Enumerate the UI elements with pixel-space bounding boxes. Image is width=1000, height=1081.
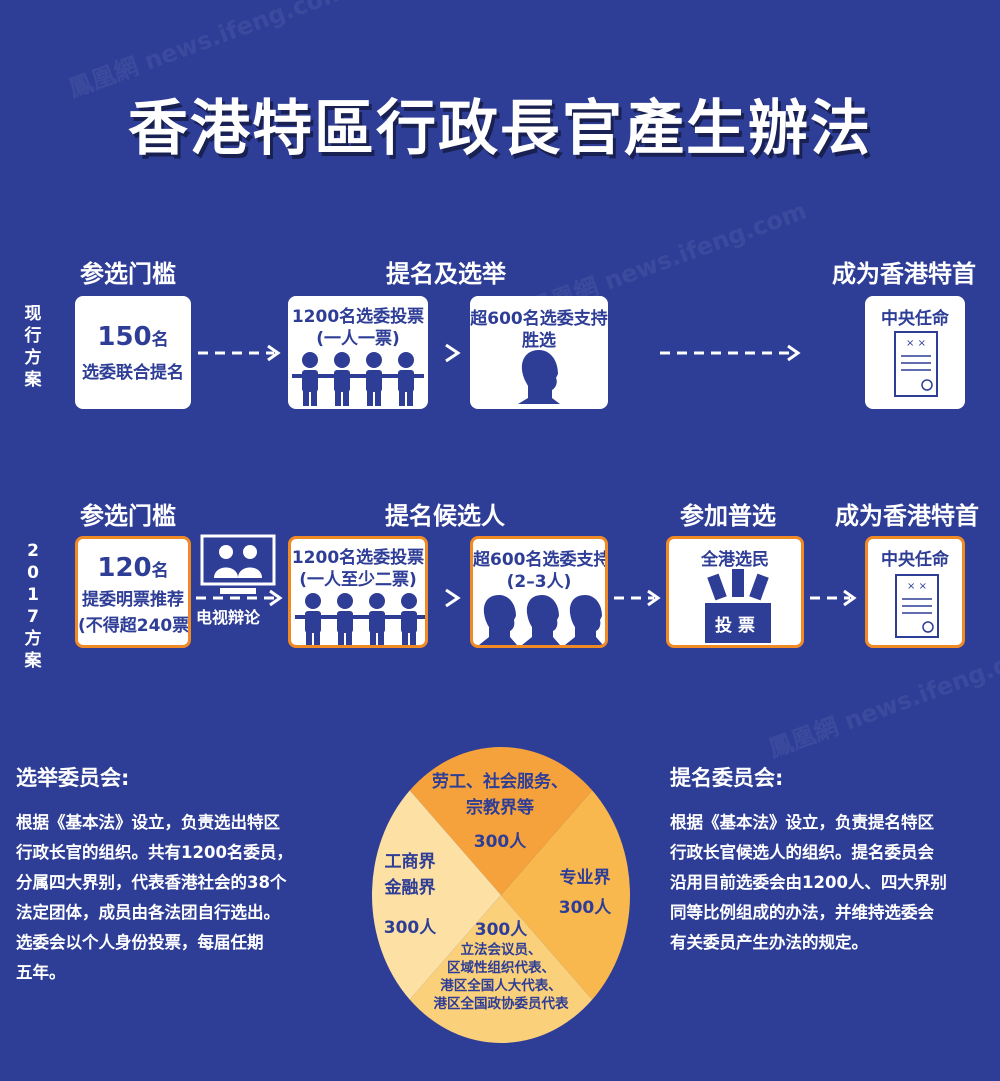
ec-line: 五年。 xyxy=(16,963,66,982)
plan2017-threshold-box: 120名 提委明票推荐 (不得超240票) xyxy=(75,536,191,648)
nc-line: 有关委员产生办法的规定。 xyxy=(670,933,868,952)
watermark: 鳳凰網 news.ifeng.com xyxy=(764,636,1000,764)
pie-slice-professional xyxy=(501,790,630,1000)
ballot-label: 投 票 xyxy=(715,616,755,636)
nc-line: 沿用目前选委会由1200人、四大界别 xyxy=(670,873,947,892)
pie-label-legislative: 300人 立法会议员、 区域性组织代表、 港区全国人大代表、 港区全国政协委员代… xyxy=(433,920,569,1012)
ballot-papers-icon xyxy=(707,569,769,601)
committee-pie-chart: 劳工、社会服务、 宗教界等 300人 专业界 300人 工商界 金融界 300人… xyxy=(370,745,632,1045)
dashed-arrow xyxy=(810,588,860,608)
page-title: 香港特區行政長官產生辦法 xyxy=(128,94,872,164)
nomination-committee-text: 根据《基本法》设立，负责提名特区 行政长官候选人的组织。提名委员会 沿用目前选委… xyxy=(670,808,990,958)
current-nomination-header: 提名及选举 xyxy=(386,260,506,288)
current-appoint-label: 中央任命 xyxy=(881,309,949,329)
current-vote-line2: (一人一票) xyxy=(316,329,400,349)
plan2017-label: 2017方案 xyxy=(22,540,48,672)
plan2017-threshold-header: 参选门槛 xyxy=(80,502,176,530)
plan2017-voters-label: 全港选民 xyxy=(701,550,769,570)
arrow xyxy=(440,588,464,608)
ec-line: 分属四大界别，代表香港社会的38个 xyxy=(16,873,287,892)
nc-line: 根据《基本法》设立，负责提名特区 xyxy=(670,813,934,832)
plan2017-candidates-line1: 超600名选委支持 xyxy=(473,550,608,570)
document-icon: × × xyxy=(895,574,939,638)
current-vote-line1: 1200名选委投票 xyxy=(291,307,425,327)
pie-svg xyxy=(372,747,630,1043)
three-heads-icon xyxy=(479,595,603,645)
pie-slice-commercial xyxy=(372,790,501,1000)
plan2017-candidates-box: 超600名选委支持 (2–3人) xyxy=(470,536,608,648)
plan2017-vote-box: 1200名选委投票 (一人至少二票) xyxy=(288,536,428,648)
people-chain-icon xyxy=(292,352,424,406)
current-chief-header: 成为香港特首 xyxy=(832,260,976,288)
dashed-arrow xyxy=(198,343,284,363)
plan2017-appoint-label: 中央任命 xyxy=(881,550,949,570)
election-committee-heading: 选举委员会: xyxy=(16,766,130,790)
current-threshold-count: 150名 xyxy=(97,322,169,352)
pie-slice-labour xyxy=(409,747,593,895)
plan2017-candidates-line2: (2–3人) xyxy=(506,572,572,592)
current-threshold-box: 150名 选委联合提名 xyxy=(75,296,191,409)
ec-line: 行政长官的组织。共有1200名委员， xyxy=(16,843,293,862)
plan2017-threshold-desc: 提委明票推荐 xyxy=(82,590,184,610)
pie-label-commercial: 工商界 金融界 300人 xyxy=(383,852,437,938)
ec-line: 选委会以个人身份投票，每届任期 xyxy=(16,933,264,952)
ec-line: 根据《基本法》设立，负责选出特区 xyxy=(16,813,280,832)
dashed-arrow xyxy=(660,343,805,363)
arrow xyxy=(440,343,464,363)
plan2017-nomination-header: 提名候选人 xyxy=(385,502,505,530)
election-committee-text: 根据《基本法》设立，负责选出特区 行政长官的组织。共有1200名委员， 分属四大… xyxy=(16,808,366,988)
plan2017-appoint-box: 中央任命 × × xyxy=(865,536,965,648)
pie-label-professional: 专业界 300人 xyxy=(558,868,612,918)
current-appoint-box: 中央任命 × × xyxy=(865,296,965,409)
pie-slice-legislative xyxy=(409,895,593,1043)
current-win-line1: 超600名选委支持 xyxy=(470,309,608,329)
current-threshold-header: 参选门槛 xyxy=(80,260,176,288)
ec-line: 法定团体，成员由各法团自行选出。 xyxy=(16,903,280,922)
dashed-arrow xyxy=(196,588,286,608)
plan2017-vote-line1: 1200名选委投票 xyxy=(291,548,425,568)
plan2017-vote-line2: (一人至少二票) xyxy=(299,570,417,590)
current-win-line2: 胜选 xyxy=(522,331,556,351)
people-chain-icon xyxy=(295,593,425,645)
plan2017-universal-box: 全港选民 投 票 xyxy=(666,536,804,648)
head-silhouette-icon xyxy=(518,350,560,404)
plan2017-threshold-count: 120名 xyxy=(97,553,169,583)
current-win-box: 超600名选委支持 胜选 xyxy=(470,296,608,409)
plan2017-chief-header: 成为香港特首 xyxy=(835,502,979,530)
nc-line: 行政长官候选人的组织。提名委员会 xyxy=(670,843,934,862)
pie-label-labour: 劳工、社会服务、 宗教界等 300人 xyxy=(432,772,568,852)
nomination-committee-heading: 提名委员会: xyxy=(670,766,784,790)
plan2017-label-text: 2017方案 xyxy=(24,541,42,671)
current-threshold-desc: 选委联合提名 xyxy=(82,363,184,383)
dashed-arrow xyxy=(614,588,664,608)
tv-debate-icon xyxy=(200,534,276,594)
plan2017-election-header: 参加普选 xyxy=(680,502,776,530)
document-icon: × × xyxy=(894,331,938,397)
svg-text:× ×: × × xyxy=(906,338,926,349)
tv-debate-label: 电视辩论 xyxy=(196,608,261,627)
ballot-box-icon xyxy=(705,603,771,643)
nc-line: 同等比例组成的办法，并维持选委会 xyxy=(670,903,934,922)
current-vote-box: 1200名选委投票 (一人一票) xyxy=(288,296,428,409)
current-scheme-label: 现行方案 xyxy=(22,303,48,391)
svg-text:× ×: × × xyxy=(907,581,927,592)
plan2017-threshold-limit: (不得超240票) xyxy=(78,616,191,636)
current-label-text: 现行方案 xyxy=(24,304,42,390)
